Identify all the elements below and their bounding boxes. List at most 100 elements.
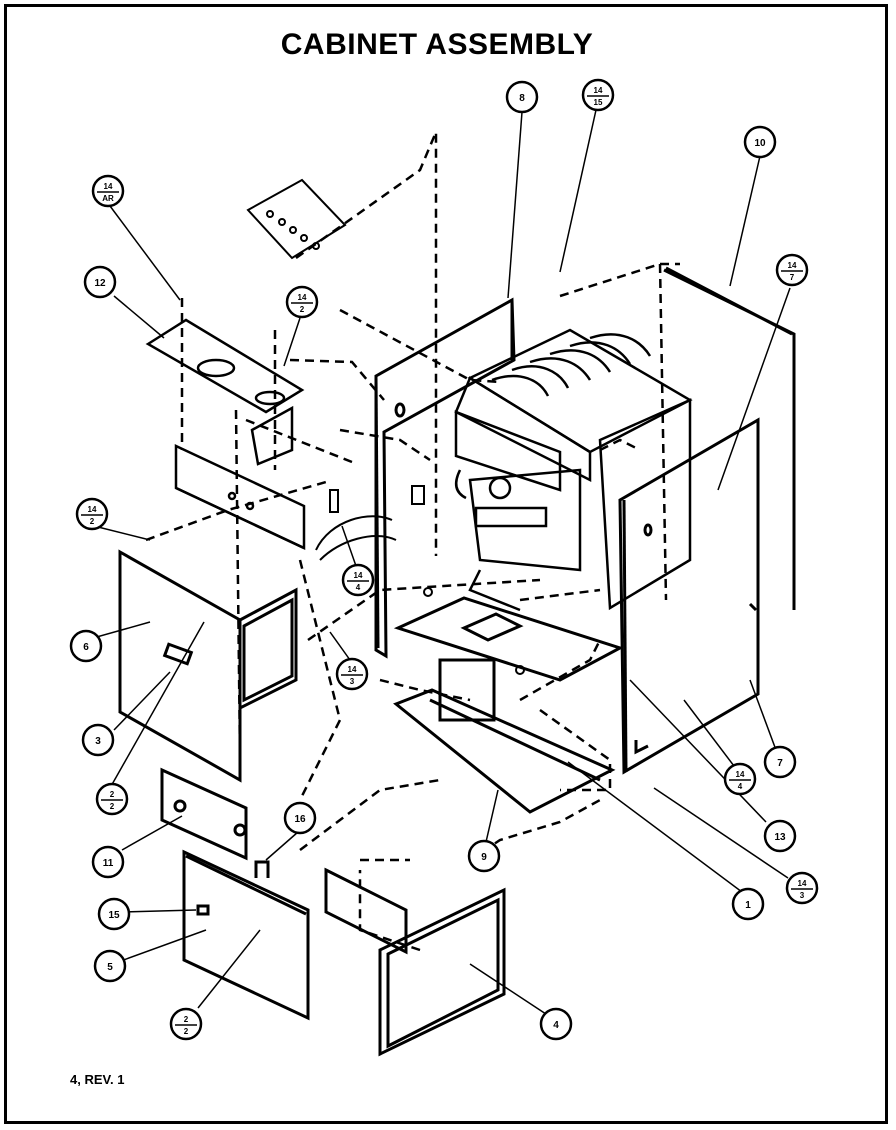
callout-circle — [95, 782, 129, 816]
callout-circle — [763, 745, 797, 779]
callout-7: 7 — [763, 745, 797, 779]
callout-14-4-right: 144 — [723, 762, 757, 796]
callout-4: 4 — [539, 1007, 573, 1041]
callout-number: 5 — [107, 962, 113, 973]
callout-circle — [775, 253, 809, 287]
callout-number: 14 — [798, 879, 807, 888]
callout-12: 12 — [83, 265, 117, 299]
callout-number: 2 — [184, 1027, 189, 1036]
callout-14-7: 147 — [775, 253, 809, 287]
bottom-door-part — [324, 867, 506, 1057]
right-side-panel-part — [618, 417, 760, 775]
callout-group: 814151014AR14712142142614414332214471311… — [69, 78, 819, 1041]
callout-number: 8 — [519, 93, 525, 104]
callout-circle — [763, 819, 797, 853]
callout-number: 3 — [800, 891, 805, 900]
control-board-part — [246, 178, 347, 260]
callout-circle — [723, 762, 757, 796]
callout-circle — [283, 801, 317, 835]
callout-circle — [81, 723, 115, 757]
rear-panel-part — [663, 266, 796, 610]
callout-circle — [93, 949, 127, 983]
callout-number: 1 — [745, 900, 751, 911]
callout-number: 14 — [354, 571, 363, 580]
callout-14-2-top: 142 — [285, 285, 319, 319]
dashed-guide-lines — [145, 131, 680, 952]
callout-14-3-mid: 143 — [335, 657, 369, 691]
callout-number: 2 — [300, 305, 305, 314]
callout-number: 15 — [594, 98, 603, 107]
callout-circle — [539, 1007, 573, 1041]
callout-13: 13 — [763, 819, 797, 853]
callout-8: 8 — [505, 80, 539, 114]
callout-circle — [83, 265, 117, 299]
burner-door-part — [182, 849, 310, 1021]
heat-exchanger-part — [454, 328, 693, 612]
callout-number: 4 — [738, 782, 743, 791]
callout-number: 16 — [294, 814, 306, 825]
top-panel-part — [145, 318, 305, 466]
callout-circle — [285, 285, 319, 319]
callout-number: 15 — [108, 910, 120, 921]
callout-number: 2 — [110, 790, 115, 799]
callout-circle — [75, 497, 109, 531]
callout-circle — [505, 80, 539, 114]
callout-number: 14 — [736, 770, 745, 779]
callout-3: 3 — [81, 723, 115, 757]
callout-number: 9 — [481, 852, 487, 863]
callout-number: 14 — [104, 182, 113, 191]
callout-1: 1 — [731, 887, 765, 921]
callout-circle — [341, 563, 375, 597]
callout-number: 14 — [298, 293, 307, 302]
callout-circle — [91, 174, 125, 208]
callout-number: 4 — [356, 583, 361, 592]
callout-number: 7 — [777, 758, 783, 769]
callout-number: 3 — [350, 677, 355, 686]
drawing-frame — [4, 4, 888, 1124]
callout-10: 10 — [743, 125, 777, 159]
callout-11: 11 — [91, 845, 125, 879]
callout-16: 16 — [283, 801, 317, 835]
callout-number: 6 — [83, 642, 89, 653]
callout-number: 11 — [103, 858, 114, 869]
callout-number: AR — [102, 194, 114, 203]
callout-number: 2 — [110, 802, 115, 811]
callout-number: 4 — [553, 1020, 559, 1031]
callout-circle — [335, 657, 369, 691]
callout-14-4-mid: 144 — [341, 563, 375, 597]
callout-circle — [91, 845, 125, 879]
callout-9: 9 — [467, 839, 501, 873]
leader-lines — [85, 109, 791, 1019]
callout-circle — [97, 897, 131, 931]
callout-circle — [785, 871, 819, 905]
filter-rack-part — [174, 444, 306, 550]
callout-circle — [731, 887, 765, 921]
callout-14-3-right: 143 — [785, 871, 819, 905]
page-title: CABINET ASSEMBLY — [280, 28, 594, 61]
callout-circle — [69, 629, 103, 663]
access-panel-part — [160, 767, 248, 861]
callout-number: 14 — [594, 86, 603, 95]
callout-number: 2 — [90, 517, 95, 526]
wiring-part — [315, 485, 525, 675]
blower-deck-part — [393, 596, 624, 814]
revision-note: 4, REV. 1 — [70, 1072, 125, 1087]
callout-number: 10 — [754, 138, 766, 149]
blower-door-part — [118, 549, 298, 783]
clip-part — [254, 860, 270, 878]
callout-number: 2 — [184, 1015, 189, 1024]
callout-circle — [467, 839, 501, 873]
callout-number: 12 — [94, 278, 106, 289]
callout-number: 14 — [88, 505, 97, 514]
callout-circle — [743, 125, 777, 159]
callout-2-2-a: 22 — [95, 782, 129, 816]
callout-6: 6 — [69, 629, 103, 663]
callout-14-2-left: 142 — [75, 497, 109, 531]
callout-number: 7 — [790, 273, 795, 282]
callout-circle — [581, 78, 615, 112]
callout-number: 14 — [348, 665, 357, 674]
